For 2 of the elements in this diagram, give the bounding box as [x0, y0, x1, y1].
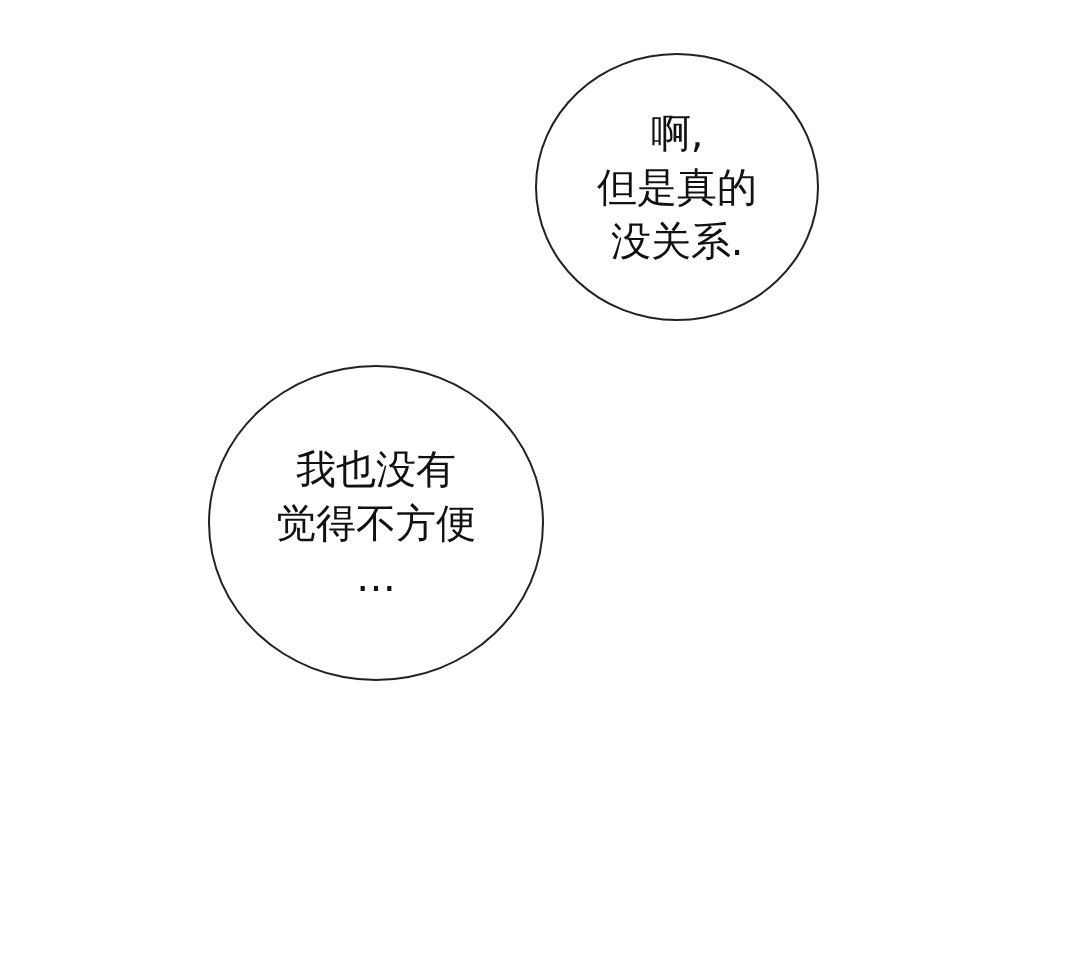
dialogue-text: 我也没有觉得不方便… [276, 445, 476, 602]
dialogue-text: 啊,但是真的没关系. [597, 109, 757, 266]
